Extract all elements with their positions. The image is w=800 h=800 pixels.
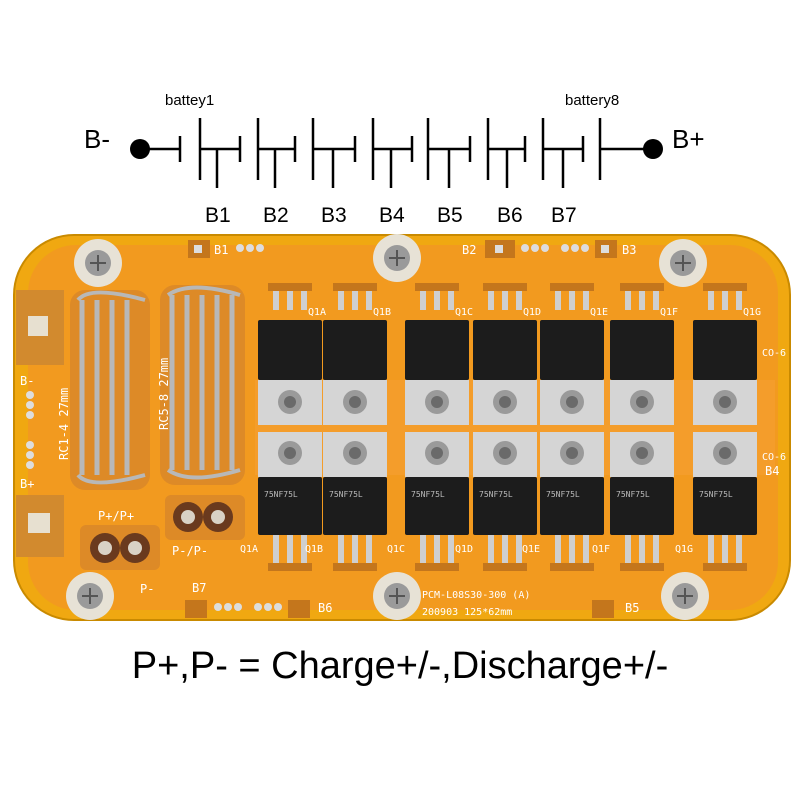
mosfet-part-label: 75NF75L xyxy=(479,490,513,499)
mosfet-label-bottom: Q1D xyxy=(455,544,473,555)
caption: P+,P- = Charge+/-,Discharge+/- xyxy=(131,645,669,687)
mosfet-label-bottom: Q1F xyxy=(592,544,610,555)
tap-label: B1 xyxy=(205,204,231,227)
mosfet-top xyxy=(540,320,604,380)
tap-label: B2 xyxy=(263,204,289,227)
schematic-positive-label: B+ xyxy=(672,124,705,154)
b-plus-hole xyxy=(28,513,50,533)
tap-labels: B1 B2 B3 B4 B5 B6 B7 xyxy=(205,204,577,227)
mosfet-bottom xyxy=(540,477,604,535)
pad-label-p-minus-small: P- xyxy=(140,582,154,596)
tap-label: B4 xyxy=(379,204,405,227)
board-model: PCM-L08S30-300 (A) xyxy=(422,590,530,601)
pad-label-co6-bottom: CO-6 xyxy=(762,452,786,463)
pad-label-co6-top: CO-6 xyxy=(762,348,786,359)
pad-label-b-minus: B- xyxy=(20,374,34,388)
mosfet-part-label: 75NF75L xyxy=(264,490,298,499)
mosfet-top xyxy=(405,320,469,380)
mosfet-top xyxy=(473,320,537,380)
mosfet-bottom xyxy=(405,477,469,535)
mosfet-part-label: 75NF75L xyxy=(699,490,733,499)
mosfet-bottom xyxy=(258,477,322,535)
mosfet-bottom xyxy=(693,477,757,535)
pad-label-p-plus: P+/P+ xyxy=(98,509,134,523)
board-date-size: 200903 125*62mm xyxy=(422,607,512,618)
pad-label-b3: B3 xyxy=(622,243,636,257)
mosfet-part-label: 75NF75L xyxy=(411,490,445,499)
pad-label-b6: B6 xyxy=(318,601,332,615)
mosfet-part-label: 75NF75L xyxy=(616,490,650,499)
tap-label: B3 xyxy=(321,204,347,227)
pad-label-b1: B1 xyxy=(214,243,228,257)
mosfet-part-label: 75NF75L xyxy=(329,490,363,499)
mosfet-label-top: Q1A xyxy=(308,307,326,318)
tap-label: B5 xyxy=(437,204,463,227)
pcb-board: B- B+ P+/P+ P-/P- P- RC1-4 27mm RC5-8 xyxy=(13,234,791,621)
mosfet-label-top: Q1B xyxy=(373,307,391,318)
resistor-label-left: RC1-4 27mm xyxy=(57,388,71,460)
mosfet-top xyxy=(693,320,757,380)
pad-label-b-plus: B+ xyxy=(20,477,34,491)
battery-schematic: B- B+ battey1 battery8 xyxy=(84,92,705,227)
schematic-negative-label: B- xyxy=(84,124,110,154)
first-cell-label: battey1 xyxy=(165,92,214,109)
mosfet-label-bottom: Q1B xyxy=(305,544,323,555)
mounting-screws xyxy=(66,234,709,620)
b-minus-hole xyxy=(28,316,48,336)
mosfet-label-top: Q1G xyxy=(743,307,761,318)
pad-label-b5: B5 xyxy=(625,601,639,615)
resistor-bank-right xyxy=(160,285,245,485)
mosfet-top xyxy=(610,320,674,380)
mosfet-label-top: Q1F xyxy=(660,307,678,318)
mosfet-bottom xyxy=(610,477,674,535)
pad-label-b2: B2 xyxy=(462,243,476,257)
pad-label-p-minus: P-/P- xyxy=(172,544,208,558)
mosfet-label-bottom: Q1C xyxy=(387,544,405,555)
mosfet-top xyxy=(323,320,387,380)
mosfet-label-top: Q1D xyxy=(523,307,541,318)
mosfet-label-bottom: Q1G xyxy=(675,544,693,555)
pad-label-b7: B7 xyxy=(192,581,206,595)
mosfet-array: 75NF75L Q1A Q1A 75NF75L Q1B Q1B 75NF75L Q1C Q1C 7… xyxy=(240,283,761,571)
mosfet-bottom xyxy=(323,477,387,535)
resistor-bank-left xyxy=(70,290,150,490)
resistor-label-right: RC5-8 27mm xyxy=(157,358,171,430)
mosfet-label-bottom: Q1E xyxy=(522,544,540,555)
mosfet-bottom xyxy=(473,477,537,535)
tap-label: B7 xyxy=(551,204,577,227)
mosfet-label-top: Q1E xyxy=(590,307,608,318)
battery-cells xyxy=(140,118,653,188)
pad-label-b4: B4 xyxy=(765,464,779,478)
mosfet-part-label: 75NF75L xyxy=(546,490,580,499)
last-cell-label: battery8 xyxy=(565,92,619,109)
tap-label: B6 xyxy=(497,204,523,227)
mosfet-top xyxy=(258,320,322,380)
mosfet-label-bottom: Q1A xyxy=(240,544,258,555)
mosfet-label-top: Q1C xyxy=(455,307,473,318)
